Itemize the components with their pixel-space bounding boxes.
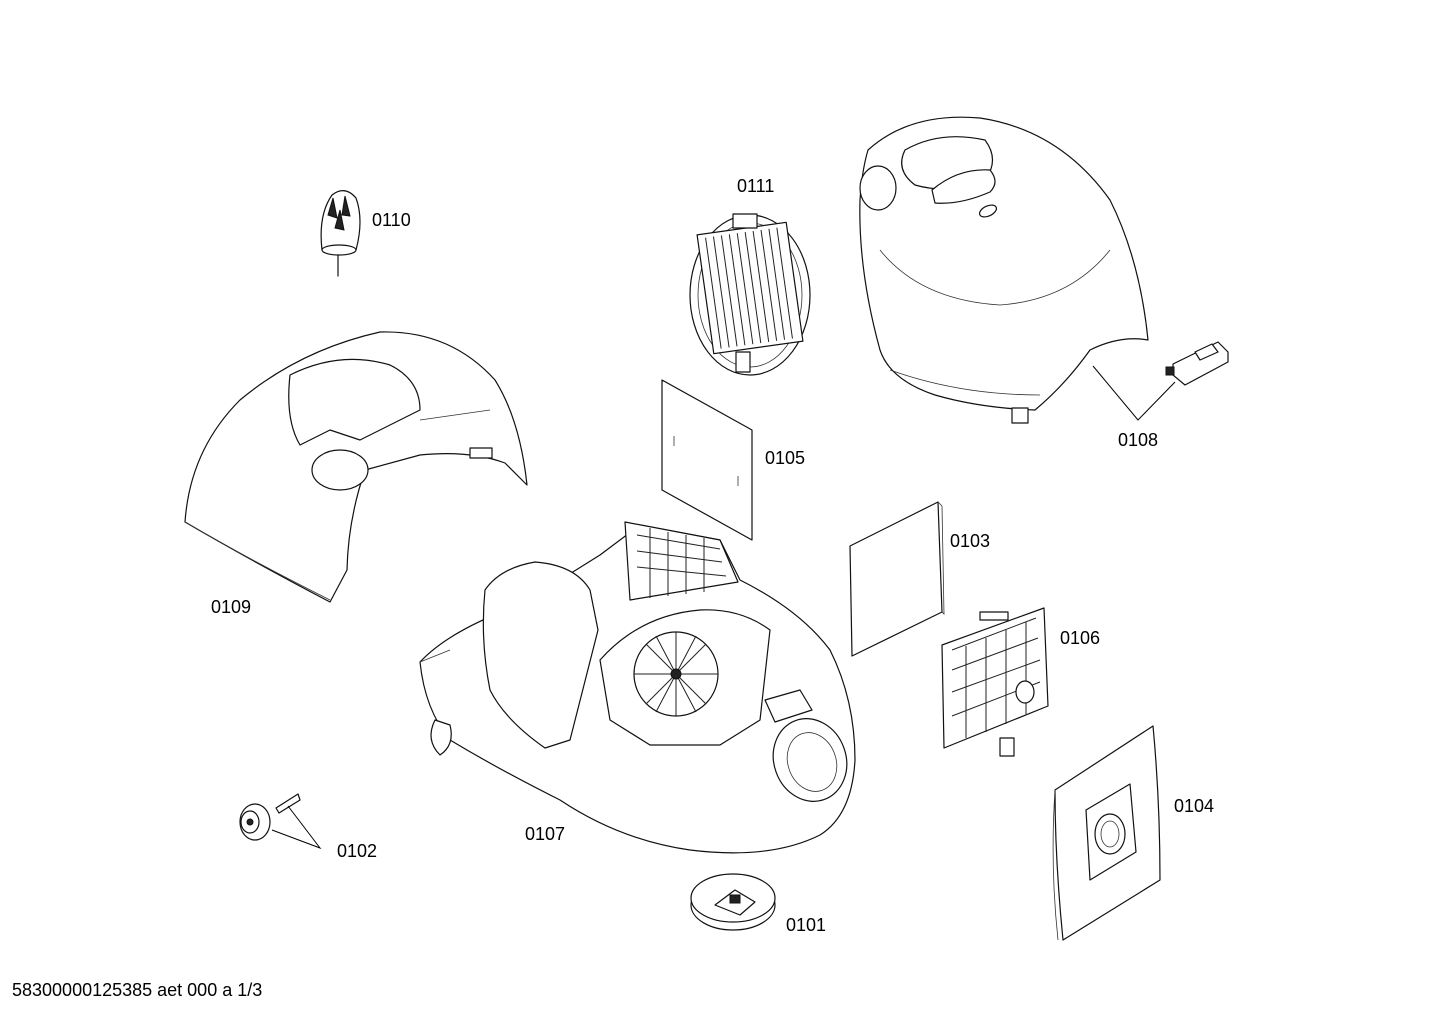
part-0108-latch <box>1165 341 1229 386</box>
part-0109-hood <box>184 331 528 603</box>
leader-0102 <box>271 805 322 850</box>
part-0104-dust-bag <box>1052 725 1161 941</box>
label-0110: 0110 <box>372 210 411 230</box>
part-0102-wheel-axle <box>239 793 301 841</box>
label-0107: 0107 <box>525 824 566 844</box>
label-0111: 0111 <box>737 176 775 196</box>
part-0108-top-cover <box>859 116 1149 424</box>
label-0103: 0103 <box>950 531 991 551</box>
label-0108: 0108 <box>1118 430 1159 450</box>
label-0104: 0104 <box>1174 796 1215 816</box>
document-id-footer: 58300000125385 aet 000 a 1/3 <box>12 980 263 1000</box>
part-0107-main-housing <box>419 521 856 854</box>
part-0105-filter-pad <box>661 379 753 541</box>
label-0102: 0102 <box>337 841 378 861</box>
part-0101-round-cap <box>690 873 776 931</box>
label-0105: 0105 <box>765 448 806 468</box>
leader-0108 <box>1092 365 1176 421</box>
part-0106-filter-frame <box>941 607 1049 757</box>
part-0103-foam-filter <box>849 501 945 657</box>
label-0101: 0101 <box>786 915 827 935</box>
part-0111-filter-disc <box>689 213 811 376</box>
label-0106: 0106 <box>1060 628 1101 648</box>
label-0109: 0109 <box>211 597 252 617</box>
part-0110-knob <box>320 190 361 277</box>
